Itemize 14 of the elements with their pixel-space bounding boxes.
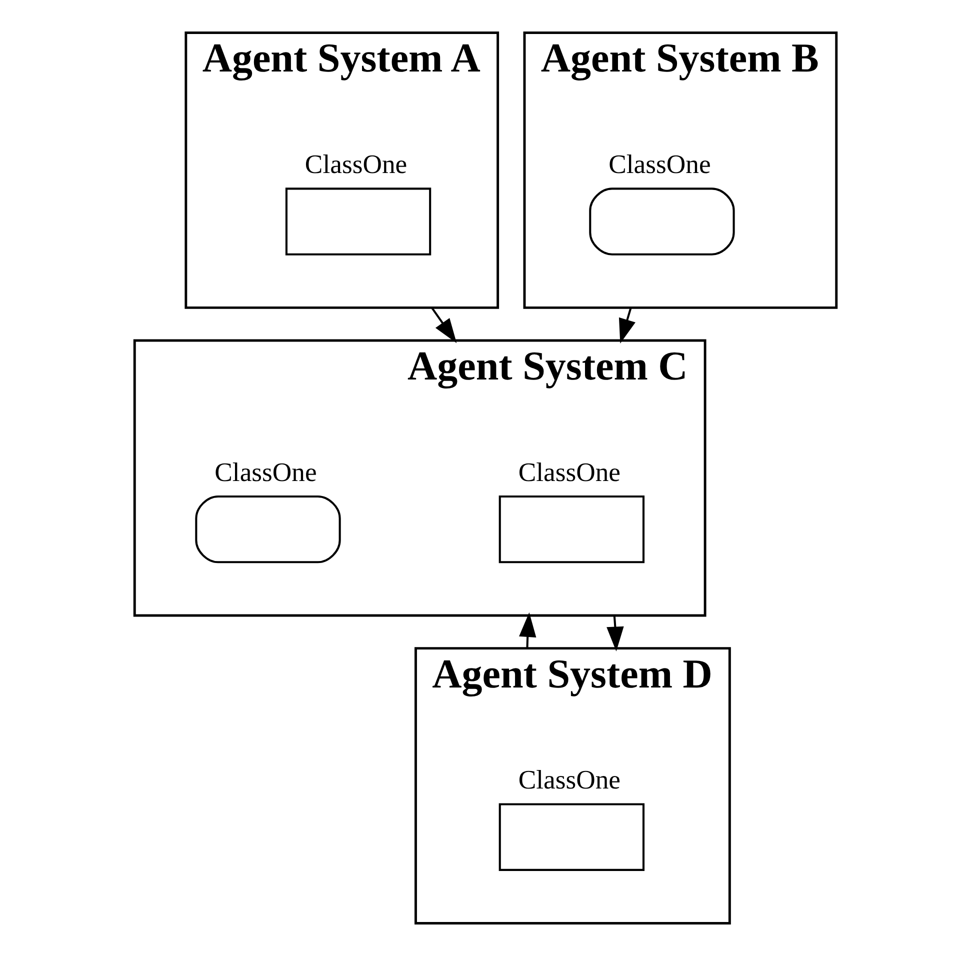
node-box: [498, 495, 644, 564]
node-label: ClassOne: [518, 764, 620, 795]
node-box: [498, 803, 644, 871]
arrow: [606, 615, 624, 652]
node-box: [194, 495, 340, 564]
node-box: [284, 188, 431, 256]
node-label: ClassOne: [518, 456, 620, 487]
node-box: [588, 188, 734, 256]
arrow: [618, 307, 635, 344]
node-label: ClassOne: [608, 149, 710, 180]
arrow: [430, 307, 456, 344]
node-label: ClassOne: [214, 456, 316, 487]
arrow: [518, 612, 536, 648]
node-label: ClassOne: [304, 149, 407, 180]
